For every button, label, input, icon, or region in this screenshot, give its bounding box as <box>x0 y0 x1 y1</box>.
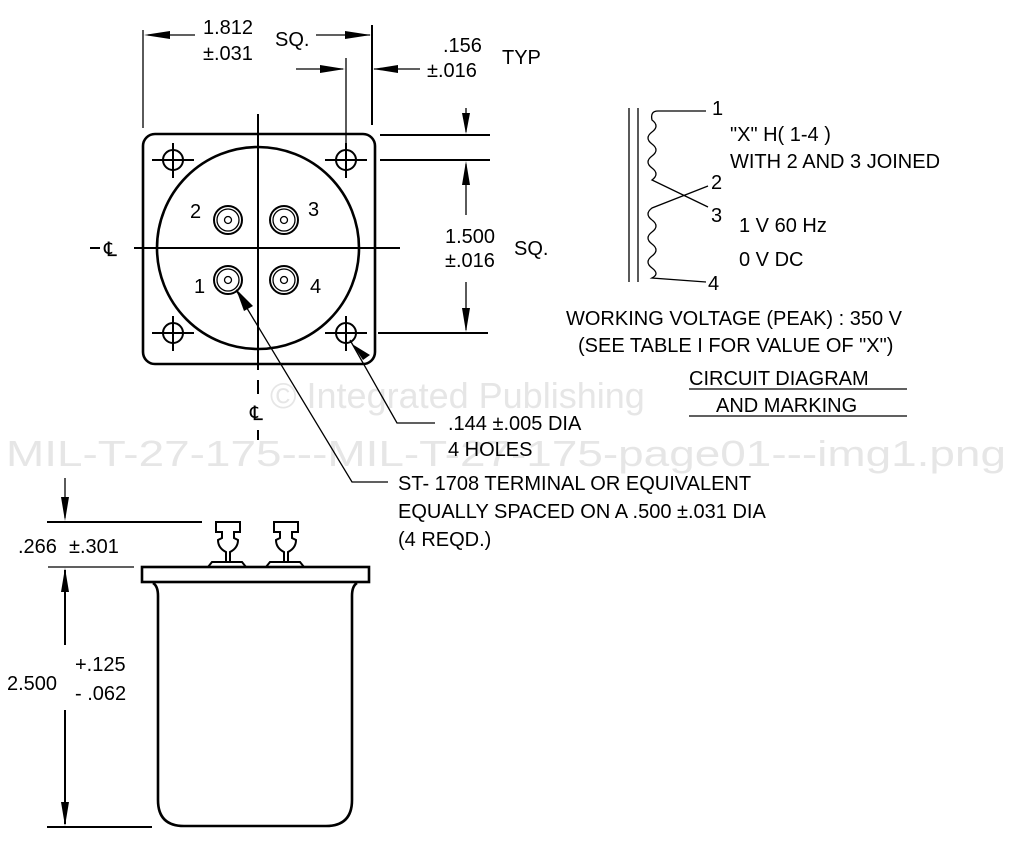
terminal-note-line3: (4 REQD.) <box>398 529 491 551</box>
mounting-hole-bl <box>152 316 194 351</box>
terminal-label-2: 2 <box>190 201 201 223</box>
case-body <box>152 581 358 828</box>
joined-note: WITH 2 AND 3 JOINED <box>730 151 940 173</box>
height-dim-value: 1.500 <box>445 226 495 248</box>
terminal-2 <box>213 205 243 235</box>
side-view: .266 ±.301 2.500 +.125 - .062 <box>7 478 371 828</box>
height-dim-tol: ±.016 <box>445 250 495 272</box>
watermark-line1: © Integrated Publishing <box>270 375 645 416</box>
body-height-tol-minus: - .062 <box>75 683 126 705</box>
watermark: © Integrated Publishing MIL-T-27-175---M… <box>6 375 1006 474</box>
dc-test-note: 0 V DC <box>739 249 803 271</box>
body-height-dimension: 2.500 +.125 - .062 <box>7 568 152 828</box>
terminal-height-tol: ±.301 <box>69 536 119 558</box>
hole-offset-suffix: TYP <box>502 47 541 69</box>
crossover-lead <box>647 185 709 221</box>
side-terminal-left <box>207 521 247 568</box>
centerline-symbol-bottom: ℄ <box>249 403 263 425</box>
terminal-note-line1: ST- 1708 TERMINAL OR EQUIVALENT <box>398 473 751 495</box>
hole-offset-value: .156 <box>443 35 482 57</box>
body-height-tol-plus: +.125 <box>75 654 126 676</box>
terminal-height-dimension: .266 ±.301 <box>18 478 202 568</box>
terminal-4 <box>269 265 299 295</box>
hole-note-line1: .144 ±.005 DIA <box>448 413 582 435</box>
terminal-label-1: 1 <box>194 276 205 298</box>
centerline-symbol-left: ℄ <box>103 239 117 261</box>
lower-winding <box>647 219 707 283</box>
ac-test-note: 1 V 60 Hz <box>739 215 827 237</box>
mounting-hole-tl <box>152 143 194 178</box>
circuit-pin-2: 2 <box>711 172 722 194</box>
circuit-title-line1: CIRCUIT DIAGRAM <box>689 368 869 390</box>
circuit-pin-4: 4 <box>708 273 719 295</box>
hole-offset-dimension: .156 ±.016 TYP <box>296 35 541 150</box>
terminal-height-value: .266 <box>18 536 57 558</box>
hole-offset-tol: ±.016 <box>427 60 477 82</box>
body-height-value: 2.500 <box>7 673 57 695</box>
hole-note-leader <box>349 339 435 424</box>
circuit-pin-3: 3 <box>711 205 722 227</box>
mounting-hole-br <box>325 316 367 351</box>
side-terminal-right <box>265 521 305 568</box>
terminal-label-4: 4 <box>310 276 321 298</box>
terminal-1 <box>213 265 243 295</box>
terminal-note-leader <box>235 289 388 483</box>
width-dim-tol: ±.031 <box>203 43 253 65</box>
hole-note-line2: 4 HOLES <box>448 439 532 461</box>
terminal-3 <box>269 205 299 235</box>
working-voltage-note: WORKING VOLTAGE (PEAK) : 350 V <box>566 308 903 330</box>
width-dim-value: 1.812 <box>203 17 253 39</box>
circuit-diagram: 1 2 3 4 "X" H( 1-4 ) WITH 2 AND 3 JOINED… <box>566 98 940 417</box>
watermark-line2: MIL-T-27-175---MIL-T-27-175-page01---img… <box>6 433 1006 474</box>
upper-winding <box>647 110 709 208</box>
case-lid <box>140 565 371 584</box>
top-view: ℄ ℄ 2 3 <box>90 17 766 551</box>
height-dimension: 1.500 ±.016 SQ. <box>378 108 548 334</box>
inductance-note: "X" H( 1-4 ) <box>730 124 831 146</box>
circuit-title-line2: AND MARKING <box>716 395 857 417</box>
terminal-note-line2: EQUALLY SPACED ON A .500 ±.031 DIA <box>398 501 766 523</box>
height-dim-suffix: SQ. <box>514 238 548 260</box>
width-dim-suffix: SQ. <box>275 29 309 51</box>
width-dimension: 1.812 ±.031 SQ. <box>142 17 373 128</box>
circuit-pin-1: 1 <box>712 98 723 120</box>
table-reference-note: (SEE TABLE I FOR VALUE OF "X") <box>578 335 893 357</box>
terminal-label-3: 3 <box>308 199 319 221</box>
